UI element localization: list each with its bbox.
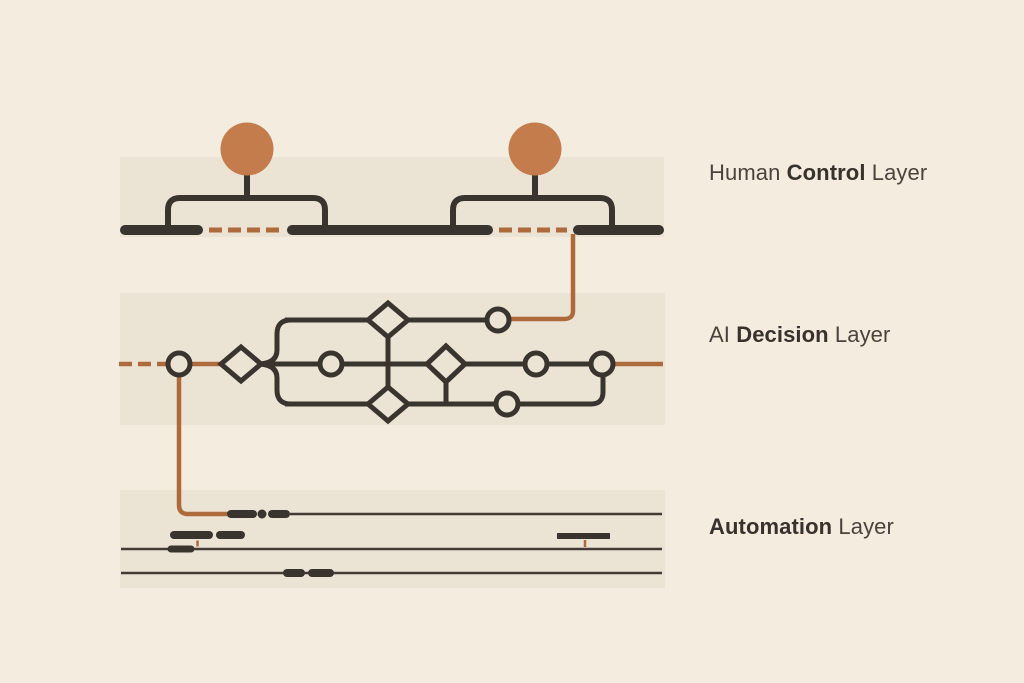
decision-diamond-2 — [423, 342, 469, 386]
label-bold-text: Control — [786, 160, 866, 185]
label-post-text: Layer — [828, 322, 891, 347]
human-1-head-icon — [220, 122, 274, 176]
human-2-head-icon — [508, 122, 562, 176]
state-circle-middle-1 — [317, 350, 345, 378]
human-1-bracket — [165, 195, 328, 227]
state-circle-top — [484, 306, 512, 334]
label-bold-text: Decision — [736, 322, 829, 347]
state-circle-bottom — [493, 390, 521, 418]
automation-layer-graphics — [121, 509, 662, 577]
state-circle-exit — [588, 350, 616, 378]
decision-diamond-1 — [217, 343, 265, 385]
flow-bottom-line — [285, 373, 606, 407]
layer-label-automation: Automation Layer — [709, 514, 894, 540]
human-2-bracket — [450, 195, 615, 227]
decision-diamond-bottom — [364, 383, 412, 425]
flow-branch-up — [256, 317, 292, 367]
human-control-layer-graphics — [120, 122, 664, 322]
state-circle-entry — [165, 350, 193, 378]
label-bold-text: Automation — [709, 514, 833, 539]
flow-branch-down — [256, 361, 292, 407]
track-1-task-dot — [257, 509, 267, 519]
layer-label-human-control: Human Control Layer — [709, 160, 927, 186]
ai-decision-layer-graphics — [119, 299, 663, 517]
decision-diamond-top — [364, 299, 412, 341]
control-to-ai-connector-line — [509, 234, 576, 322]
label-pre-text: Human — [709, 160, 787, 185]
state-circle-middle-2 — [522, 350, 550, 378]
ai-to-automation-connector-line — [176, 364, 228, 517]
label-pre-text: AI — [709, 322, 737, 347]
label-post-text: Layer — [865, 160, 928, 185]
layer-label-ai-decision: AI Decision Layer — [709, 322, 890, 348]
label-post-text: Layer — [832, 514, 894, 539]
